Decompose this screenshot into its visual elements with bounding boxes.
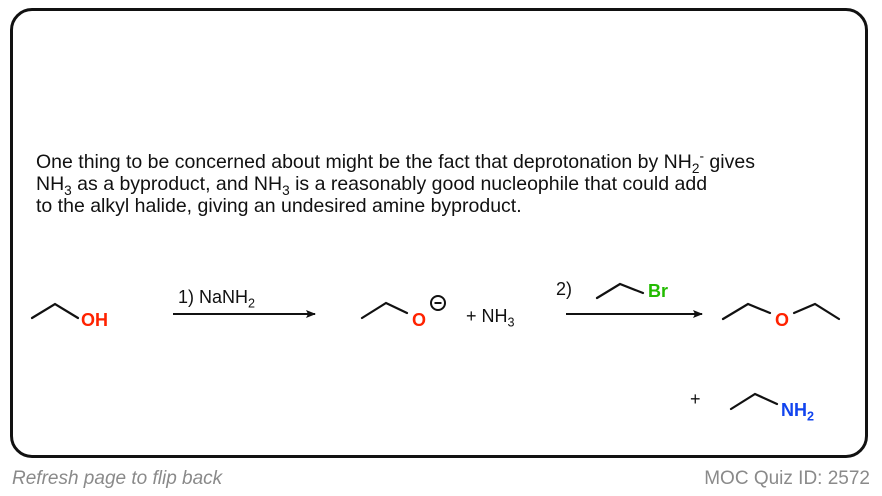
quiz-id: MOC Quiz ID: 2572 xyxy=(704,468,870,489)
plus-amine-label: + xyxy=(690,389,701,409)
plus-ammonia-label: + NH3 xyxy=(466,306,515,330)
explanation-line-2: NH3 as a byproduct, and NH3 is a reasona… xyxy=(36,173,708,198)
step2-label: 2) xyxy=(556,279,573,299)
explanation-line-3: to the alkyl halide, giving an undesired… xyxy=(36,195,522,217)
ethoxide-o-label: O xyxy=(412,310,427,330)
refresh-hint: Refresh page to flip back xyxy=(12,468,223,489)
step1-reagent-label: 1) NaNH2 xyxy=(178,287,256,311)
ethoxide-skeleton xyxy=(360,301,409,320)
explanation-line-1: One thing to be concerned about might be… xyxy=(36,148,755,176)
explanation-text: One thing to be concerned about might be… xyxy=(36,148,866,217)
ether-right-skeleton xyxy=(792,302,841,321)
ethyl-bromide-skeleton xyxy=(595,282,645,300)
ethanol-skeleton xyxy=(30,302,80,320)
amine-nh2-label: NH2 xyxy=(781,400,815,424)
ethanol-oh-label: OH xyxy=(81,310,108,330)
ether-left-skeleton xyxy=(721,302,772,321)
negative-charge-icon xyxy=(430,295,446,311)
bromine-label: Br xyxy=(648,281,669,301)
ethylamine-skeleton xyxy=(729,392,779,411)
ether-o-label: O xyxy=(775,310,790,330)
flashcard[interactable] xyxy=(10,8,868,458)
